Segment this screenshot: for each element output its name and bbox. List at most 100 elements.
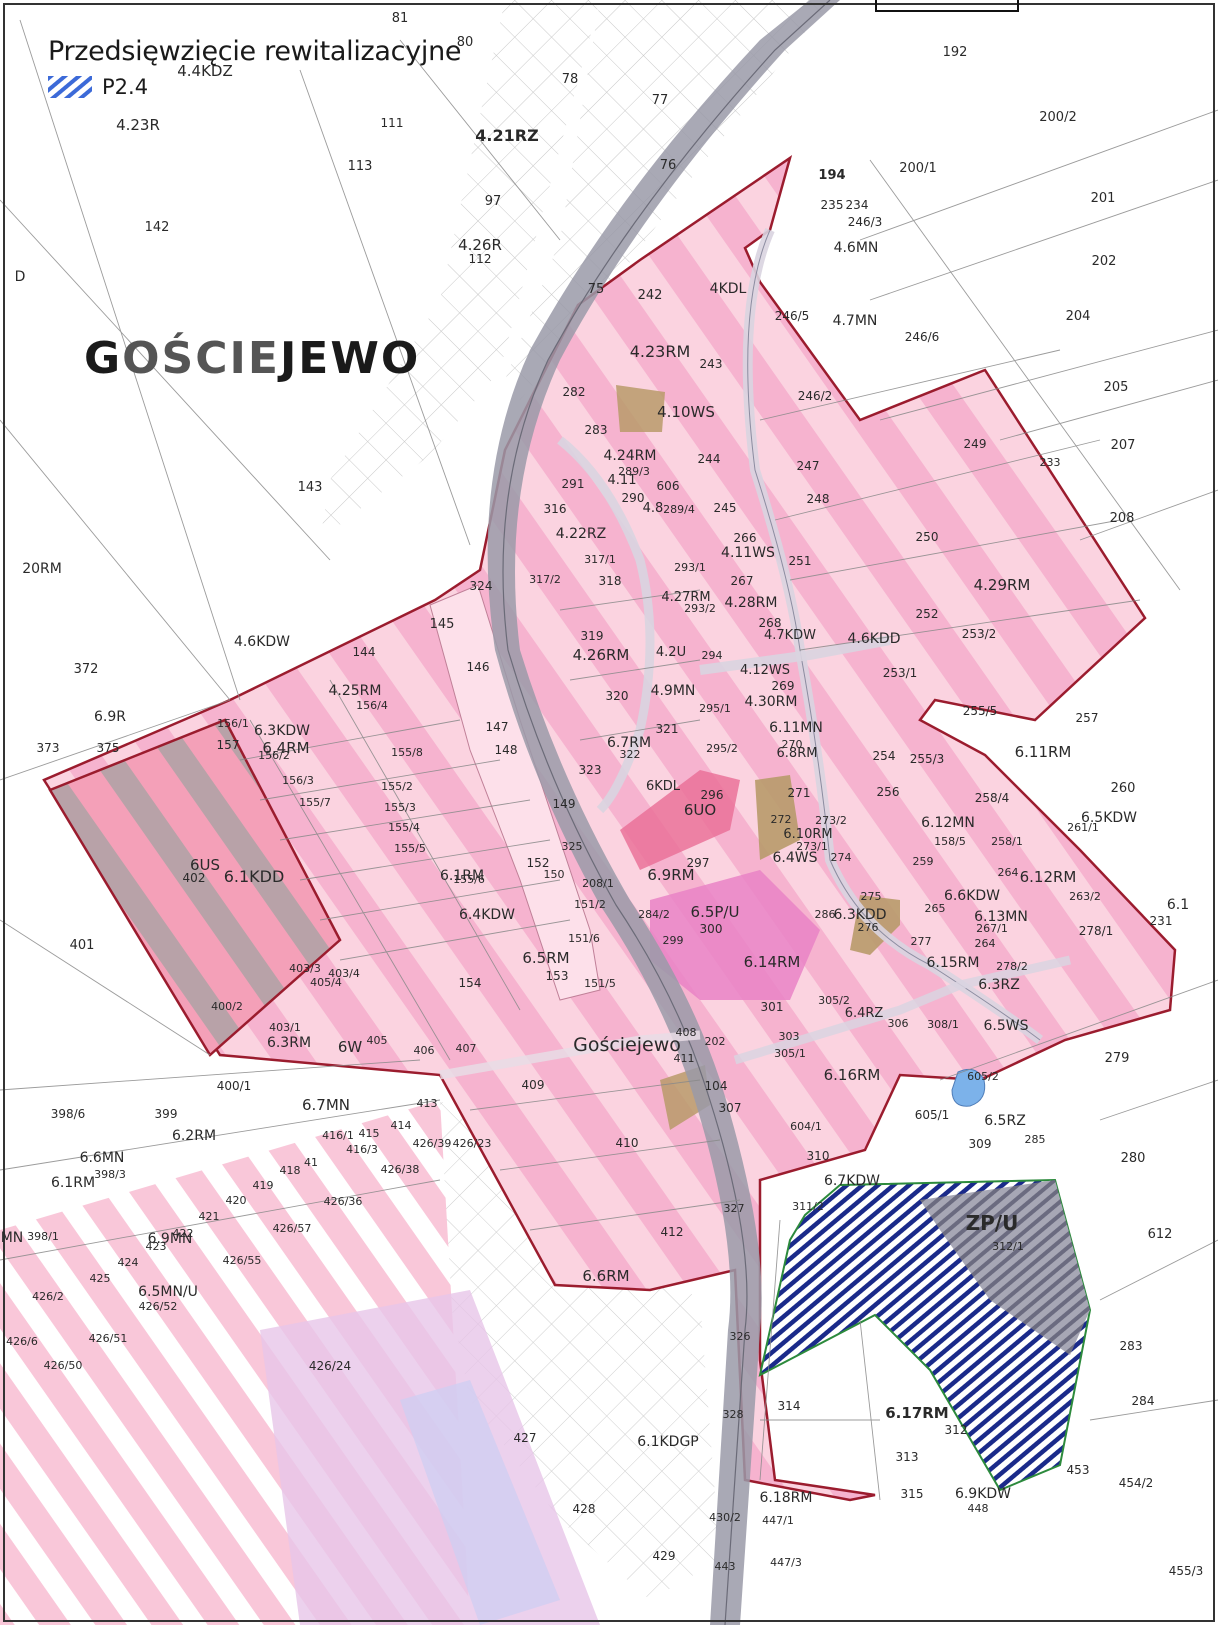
map-label: 264 <box>998 866 1019 879</box>
map-label: 426/2 <box>32 1290 64 1303</box>
map-label: 414 <box>391 1119 412 1132</box>
map-label: 313 <box>896 1450 919 1464</box>
map-label: 429 <box>653 1549 676 1563</box>
map-label: 152 <box>527 856 550 870</box>
map-label: 276 <box>858 921 879 934</box>
map-label: 293/2 <box>684 602 716 615</box>
map-label: 76 <box>660 158 677 173</box>
map-label: 242 <box>638 288 663 303</box>
map-label: 312/1 <box>992 1240 1024 1253</box>
map-label: 273/2 <box>815 814 847 827</box>
map-label: 295/1 <box>699 702 731 715</box>
map-label: 398/3 <box>94 1168 126 1181</box>
map-label: 4.21RZ <box>475 126 538 145</box>
map-label: 200/1 <box>899 161 936 176</box>
map-label: 250 <box>916 530 939 544</box>
map-label: 157 <box>217 738 240 752</box>
map-label: 294 <box>702 649 723 662</box>
map-label: 208 <box>1110 511 1135 526</box>
map-label: 275 <box>861 890 882 903</box>
map-label: 6KDL <box>646 779 681 794</box>
sw-blue-area <box>400 1380 560 1625</box>
map-label: 4.6KDW <box>234 634 290 650</box>
road-strip-parcels <box>429 584 601 1001</box>
map-label: 233 <box>1040 456 1061 469</box>
map-label: 4.23R <box>116 116 160 134</box>
map-label: 6.13MN <box>974 909 1028 925</box>
map-label: 403/4 <box>328 967 360 980</box>
map-label: 422 <box>173 1227 194 1240</box>
map-label: 4.24RM <box>604 448 657 464</box>
map-label: 415 <box>359 1127 380 1140</box>
map-label: 401 <box>70 938 95 953</box>
map-label: 4.7MN <box>833 313 878 329</box>
map-label: 265 <box>925 902 946 915</box>
map-label: 246/6 <box>905 330 940 344</box>
map-label: 111 <box>381 116 404 130</box>
map-label: 284/2 <box>638 908 670 921</box>
map-label: 104 <box>705 1079 728 1093</box>
map-label: 244 <box>698 452 721 466</box>
map-label: 312 <box>945 1423 968 1437</box>
map-label: 373 <box>37 741 60 755</box>
map-label: 251 <box>789 554 812 568</box>
map-label: 267/1 <box>976 922 1008 935</box>
map-label: 274 <box>831 851 852 864</box>
map-label: 328 <box>723 1408 744 1421</box>
map-label: 156/3 <box>282 774 314 787</box>
map-label: 295/2 <box>706 742 738 755</box>
map-label: 6.1KDGP <box>637 1434 699 1450</box>
map-label: 156/1 <box>217 717 249 730</box>
map-label: 293/1 <box>674 561 706 574</box>
map-label: 151/2 <box>574 898 606 911</box>
village-name-heading: GOŚCIEJEWO <box>84 333 420 384</box>
map-label: 154 <box>459 976 482 990</box>
map-label: 148 <box>495 743 518 757</box>
map-label: 6.1KDD <box>224 867 285 886</box>
map-label: 234 <box>846 198 869 212</box>
map-label: 6.4WS <box>773 850 818 866</box>
map-label: 4.2U <box>656 645 686 660</box>
map-label: 6.16RM <box>824 1066 881 1084</box>
map-label: 41 <box>304 1156 318 1169</box>
map-label: 6.11RM <box>1015 743 1072 761</box>
map-label: D <box>15 269 26 285</box>
map-label: 318 <box>599 574 622 588</box>
map-label: 443 <box>715 1560 736 1573</box>
map-label: 453 <box>1067 1463 1090 1477</box>
map-label: 246/5 <box>775 309 810 323</box>
map-label: 158/5 <box>934 835 966 848</box>
map-label: 4.23RM <box>630 342 691 361</box>
map-label: 321 <box>656 722 679 736</box>
map-label: 6UO <box>684 801 716 819</box>
map-label: 426/24 <box>309 1359 351 1373</box>
map-label: 261/1 <box>1067 821 1099 834</box>
map-label: 372 <box>74 662 99 677</box>
map-label: 205 <box>1104 380 1129 395</box>
map-label: 243 <box>700 357 723 371</box>
map-label: 231 <box>1150 914 1173 928</box>
map-label: 155/6 <box>453 873 485 886</box>
local-road-sw <box>439 1030 701 1080</box>
map-label: 6.7RM <box>607 735 651 751</box>
map-label: 4.27RM <box>661 590 710 605</box>
map-label: 426/52 <box>139 1300 178 1313</box>
map-label: 278/2 <box>996 960 1028 973</box>
map-label: 6.1 <box>1167 897 1189 913</box>
map-label: 112 <box>469 252 492 266</box>
map-label: 202 <box>705 1035 726 1048</box>
legend-title: Przedsięwzięcie rewitalizacyjne <box>48 36 462 67</box>
map-label: 6.5MN/U <box>138 1284 198 1300</box>
map-label: 426/51 <box>89 1332 128 1345</box>
map-label: 419 <box>253 1179 274 1192</box>
map-label: 428 <box>573 1502 596 1516</box>
map-label: 4.26RM <box>573 646 630 664</box>
map-label: 426/6 <box>6 1335 38 1348</box>
map-label: 143 <box>298 480 323 495</box>
crosshatch-area-south <box>440 1100 720 1600</box>
map-label: 323 <box>579 763 602 777</box>
map-label: 146 <box>467 660 490 674</box>
map-label: 6.12MN <box>921 815 975 831</box>
map-label: 155/5 <box>394 842 426 855</box>
